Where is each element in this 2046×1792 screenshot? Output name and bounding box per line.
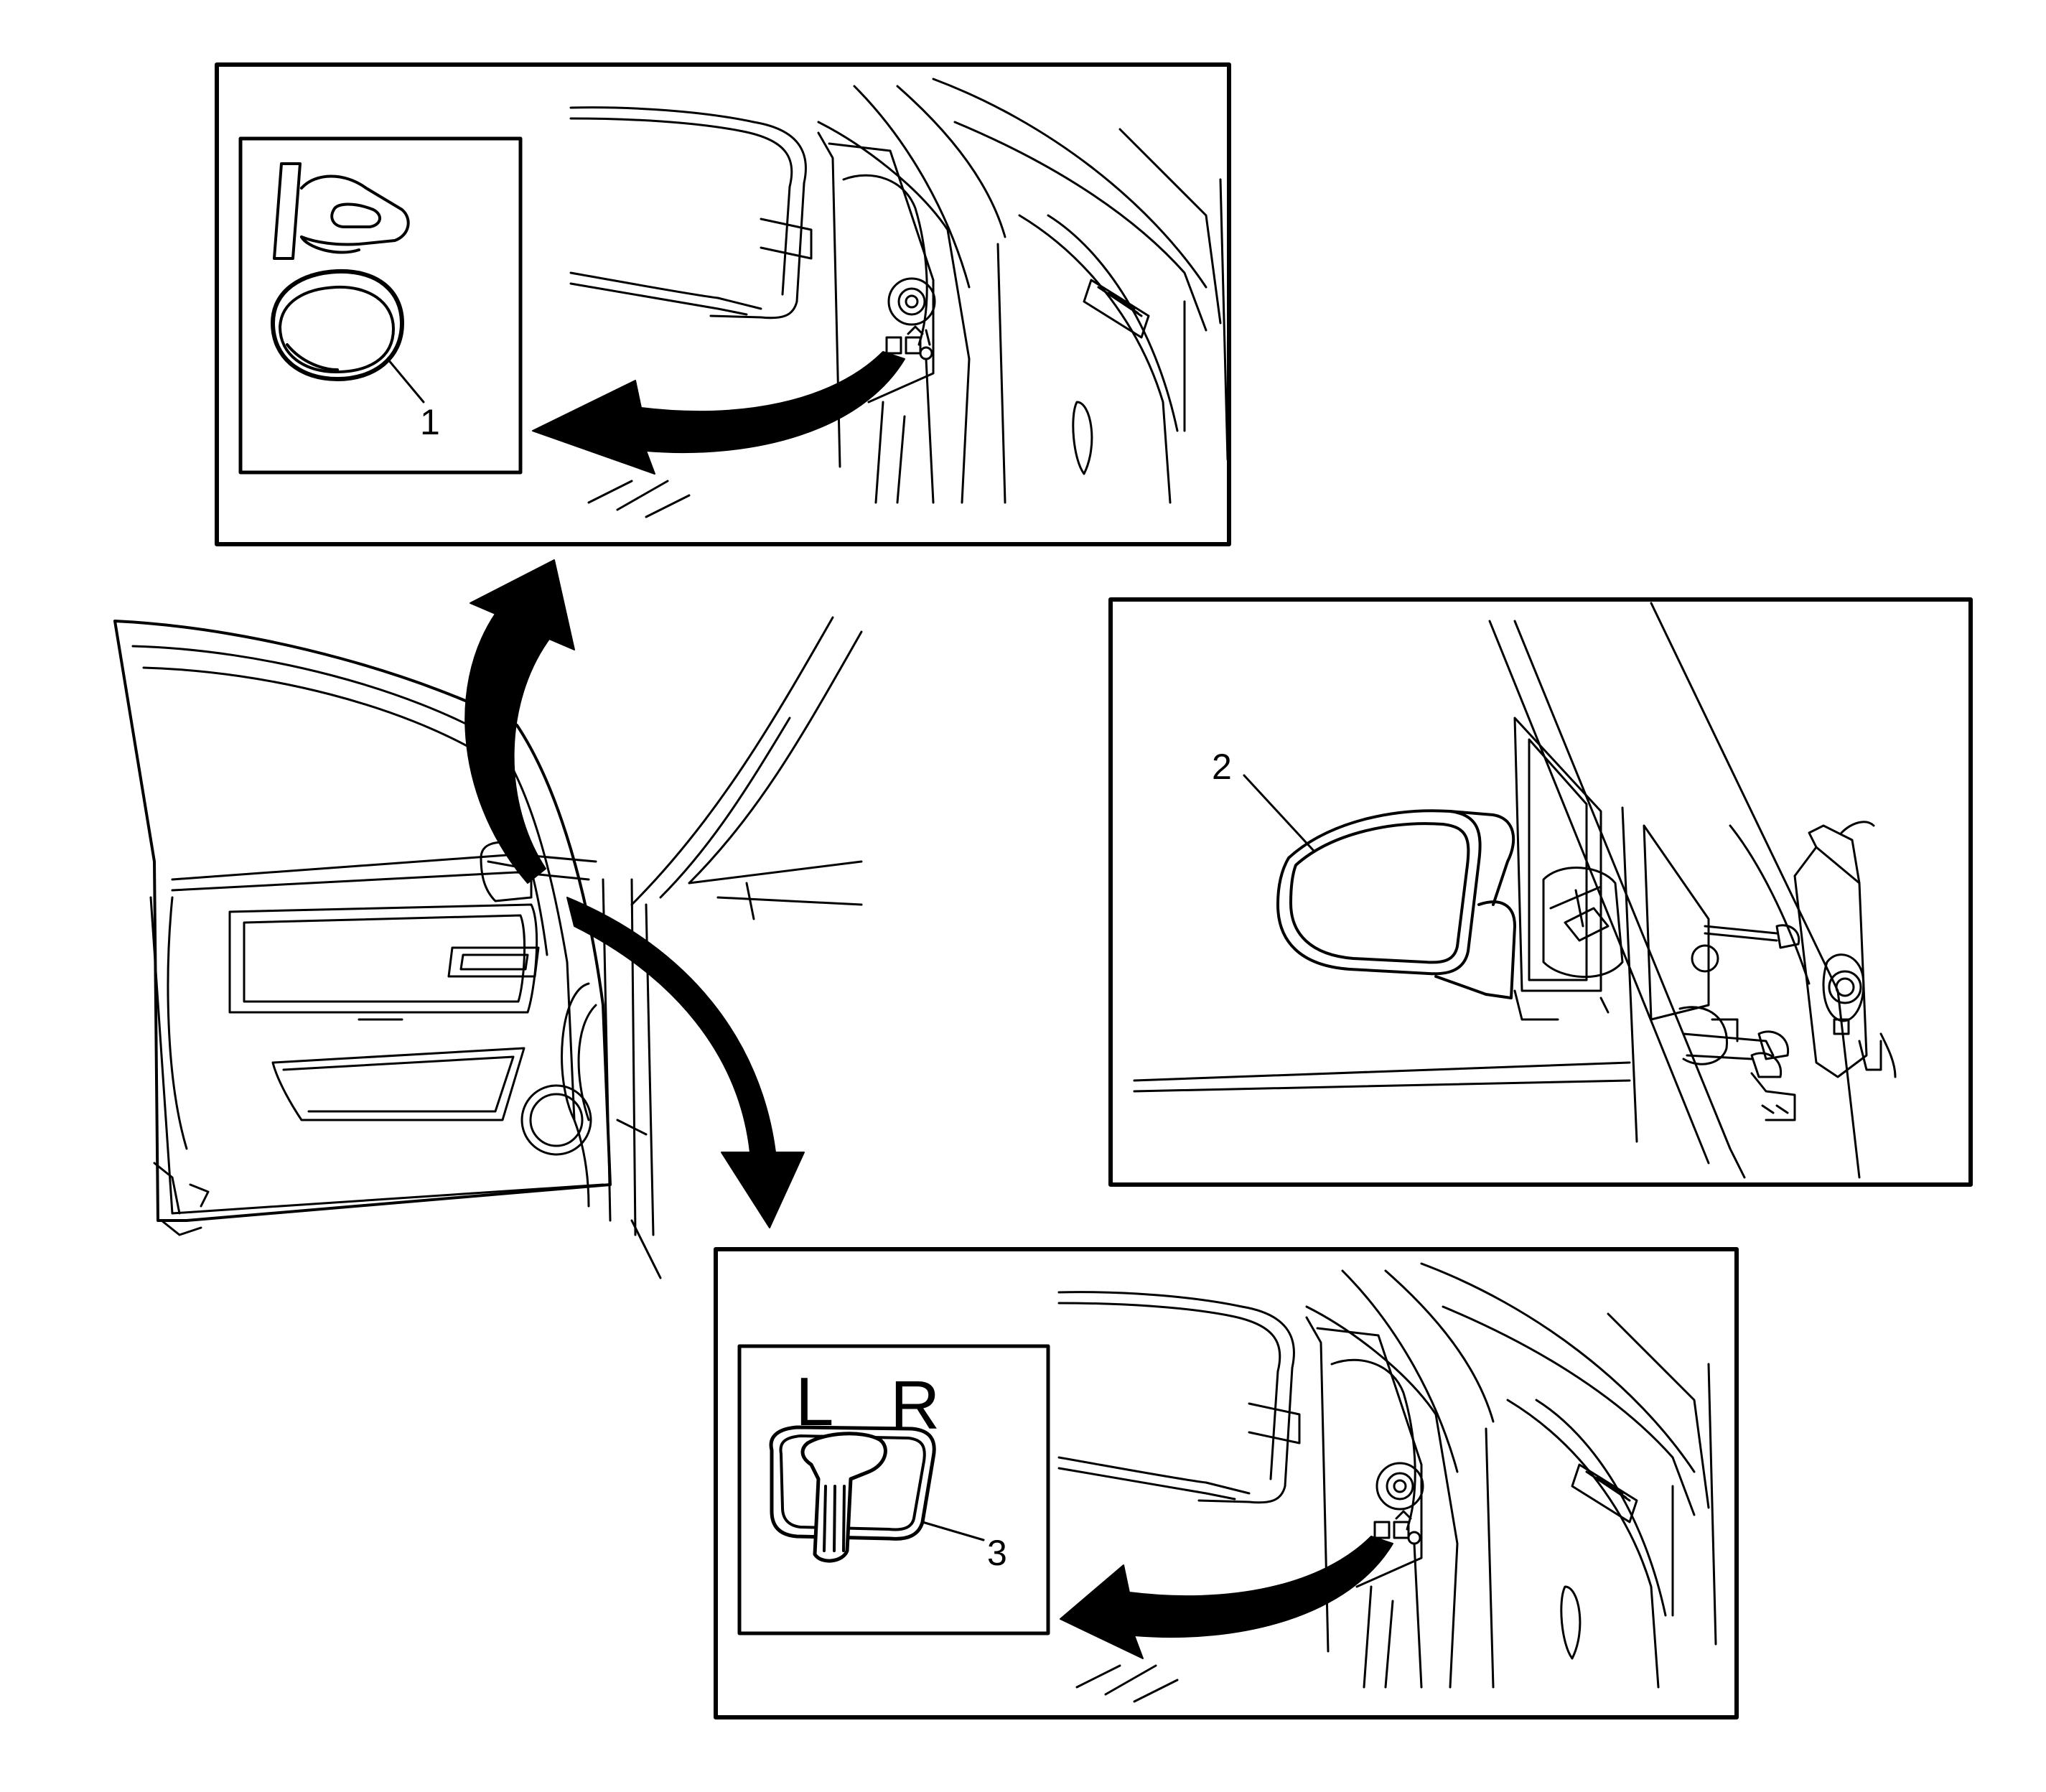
callout-leader-1 (386, 358, 425, 403)
door-overview (113, 616, 863, 1279)
callout-leader-2 (1243, 774, 1315, 852)
mirror-switch-knob (271, 269, 404, 381)
bottom-panel-frame (714, 1247, 1739, 1719)
callout-3: 3 (987, 1533, 1007, 1573)
top-removal-arrow (532, 351, 905, 475)
bottom-inset: L R 3 (737, 1344, 1050, 1635)
callout-2: 2 (1212, 747, 1232, 787)
callout-leader-3 (921, 1521, 985, 1541)
top-panel-frame (215, 62, 1231, 546)
top-panel: 1 (215, 62, 1231, 546)
right-panel-frame (1108, 597, 1973, 1187)
bottom-removal-arrow (1060, 1536, 1393, 1659)
bottom-panel: L R 3 (714, 1247, 1739, 1719)
bottom-mirror-artwork (1057, 1262, 1717, 1703)
top-inset: 1 (238, 136, 523, 475)
down-arrow (566, 897, 805, 1228)
mirror-assembly (1276, 809, 1516, 999)
right-pillar-artwork (1133, 602, 1897, 1179)
bottom-inset-frame (737, 1344, 1050, 1635)
right-panel: 2 (1108, 597, 1973, 1187)
lr-selector-switch (769, 1425, 936, 1563)
up-arrow (464, 559, 575, 884)
top-inset-frame (238, 136, 523, 475)
top-mirror-artwork (569, 78, 1229, 518)
knob-removal-icon (273, 162, 410, 260)
switch-label-right: R (890, 1367, 940, 1444)
callout-1: 1 (420, 402, 440, 442)
